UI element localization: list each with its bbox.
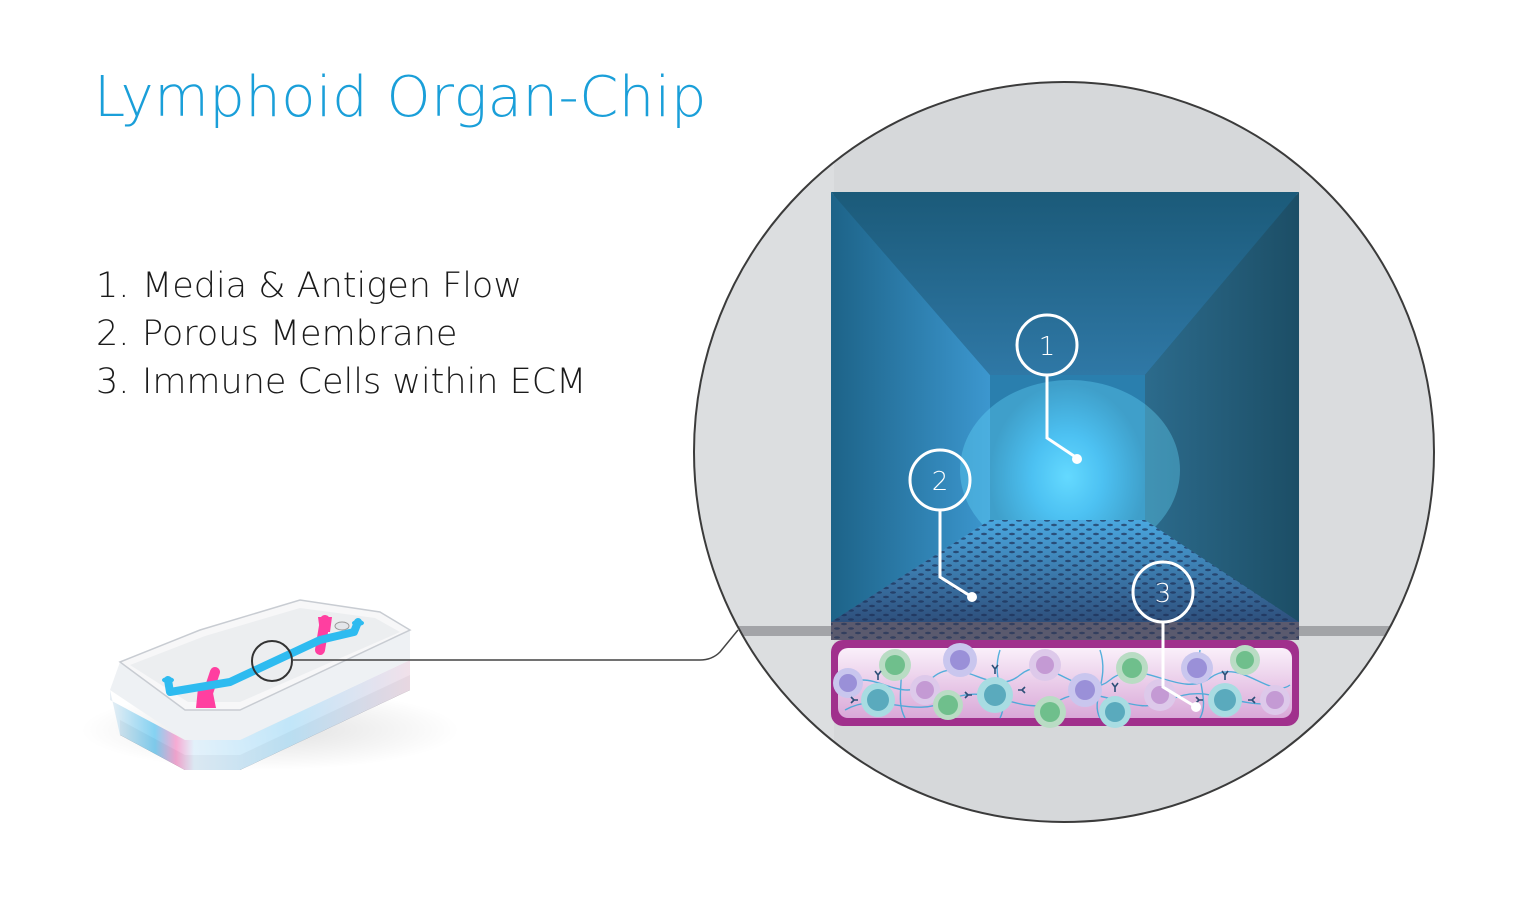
legend-item-membrane: 2. Porous Membrane — [96, 310, 586, 358]
legend-number: 3. — [96, 362, 130, 402]
legend-number: 1. — [96, 266, 130, 306]
legend-label: Media & Antigen Flow — [142, 266, 522, 306]
legend-label: Porous Membrane — [142, 314, 458, 354]
zoom-connector-line — [292, 629, 739, 661]
legend-list: 1. Media & Antigen Flow 2. Porous Membra… — [96, 262, 586, 406]
chip-zoom-indicator — [251, 640, 293, 682]
ecm-cell-layer — [831, 640, 1299, 728]
callout-2: 2 — [908, 448, 977, 602]
zoom-circle-border — [693, 81, 1435, 823]
legend-label: Immune Cells within ECM — [142, 362, 587, 402]
legend-item-immune-cells: 3. Immune Cells within ECM — [96, 358, 586, 406]
callout-1: 1 — [1015, 313, 1082, 464]
callout-3-number: 3 — [1155, 579, 1172, 609]
diagram-title: Lymphoid Organ-Chip — [94, 65, 707, 130]
legend-item-media-flow: 1. Media & Antigen Flow — [96, 262, 586, 310]
callout-2-number: 2 — [932, 467, 949, 497]
callout-1-number: 1 — [1039, 332, 1056, 362]
callout-3: 3 — [1131, 560, 1201, 712]
legend-number: 2. — [96, 314, 130, 354]
zoom-cross-section: 1 2 3 — [693, 81, 1435, 823]
organ-chip-device — [80, 599, 460, 770]
porous-membrane — [831, 520, 1299, 640]
immune-cells — [833, 643, 1290, 728]
